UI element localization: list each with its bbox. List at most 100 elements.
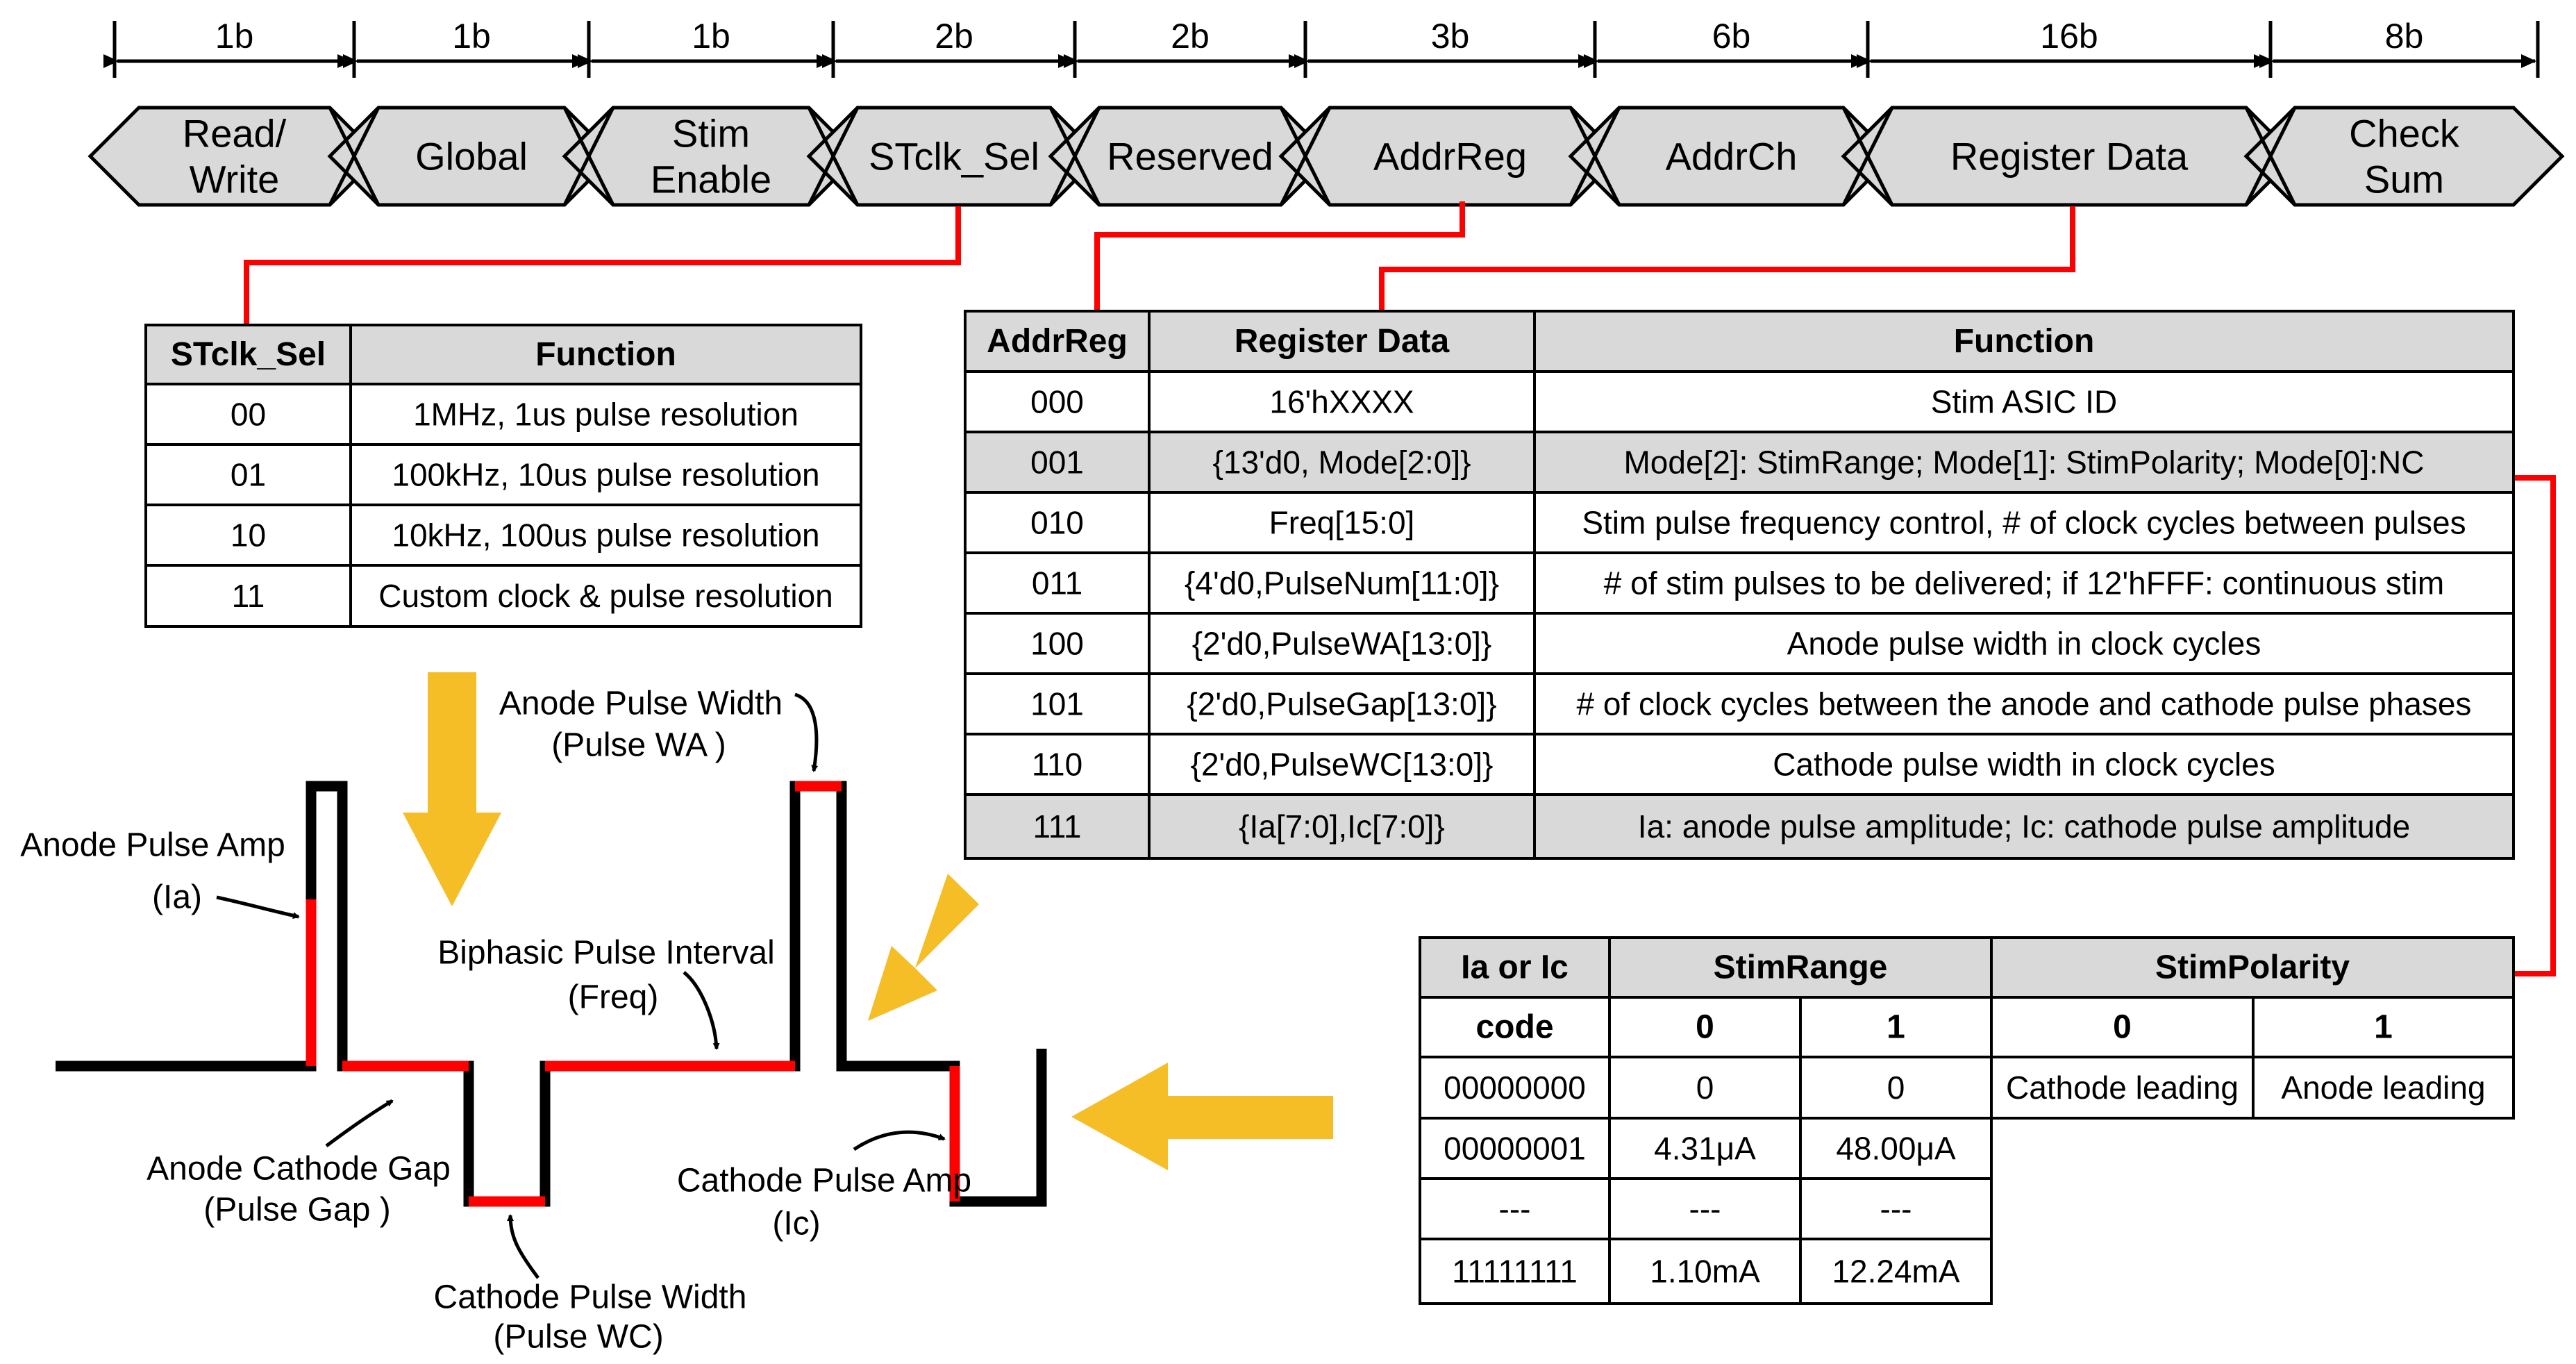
table-cell-text: # of stim pulses to be delivered; if 12'… [1604, 565, 2444, 601]
label-biphasic-interval: Biphasic Pulse Interval [437, 935, 775, 972]
table-cell-text: {2'd0,PulseWC[13:0]} [1191, 747, 1494, 783]
packet-field-label: Enable [651, 158, 771, 201]
table-cell-text: Anode pulse width in clock cycles [1787, 626, 2261, 662]
table-cell-text: Function [1954, 323, 2095, 360]
table-cell-text: Freq[15:0] [1269, 505, 1415, 541]
packet-field-label: Sum [2364, 158, 2444, 201]
arrow-anode-pulse-width [794, 692, 819, 772]
packet-format: 1bRead/Write1bGlobal1bStimEnable2bSTclk_… [87, 17, 2565, 207]
field-crossing [1569, 106, 1621, 206]
label-anode-cathode-gap-sub: (Pulse Gap ) [203, 1192, 390, 1229]
table-cell-text: {2'd0,PulseWA[13:0]} [1192, 626, 1492, 662]
table-cell-text: Stim pulse frequency control, # of clock… [1582, 505, 2466, 541]
table-cell-text: Custom clock & pulse resolution [378, 578, 833, 614]
table-cell-text: Anode leading [2281, 1070, 2485, 1106]
table-cell-text: --- [1880, 1191, 1912, 1227]
table-cell [144, 504, 352, 567]
table-cell-text: Cathode leading [2006, 1070, 2239, 1106]
yellow-diagonal-arrow [868, 874, 979, 1021]
table-cell-text: 11111111 [1452, 1254, 1578, 1290]
table-cell [1799, 1238, 1993, 1305]
table-cell-text: 1 [2374, 1009, 2393, 1046]
arrow-anode-cathode-gap [325, 1099, 394, 1148]
table-cell [2252, 996, 2515, 1058]
table-cell [1533, 733, 2515, 796]
packet-field-label: Check [2349, 112, 2460, 156]
table-cell-text: 00 [231, 397, 266, 433]
connector-lines [244, 201, 2556, 976]
table-cell-text: 011 [1032, 565, 1082, 601]
table-cell [1608, 1238, 1802, 1305]
packet-field-label: Write [190, 158, 280, 201]
packet-field-label: AddrReg [1373, 135, 1527, 178]
packet-field-label: Register Data [1950, 135, 2189, 178]
table-cell [144, 564, 352, 628]
table-cell [964, 793, 1151, 860]
yellow-arrows [403, 672, 1333, 1170]
table-cell-text: 0 [2113, 1009, 2132, 1046]
table-cell-text: --- [1689, 1191, 1721, 1227]
table-cell-text: StimPolarity [2155, 949, 2350, 986]
bit-width-label: 2b [1171, 17, 1210, 56]
connector-line [2514, 475, 2556, 976]
table-cell-text: 101 [1030, 686, 1084, 722]
table-cell [1148, 612, 1536, 675]
table-cell [1533, 370, 2515, 433]
table-cell [1419, 996, 1611, 1058]
table-cell-text: StimRange [1714, 949, 1888, 986]
packet-field-label: Read/ [183, 112, 287, 156]
table-cell [964, 310, 1151, 373]
table-cell-text: 01 [231, 457, 266, 493]
label-cathode-pulse-width: Cathode Pulse Width [434, 1279, 747, 1316]
table-cell [1608, 996, 1802, 1058]
table-cell [144, 324, 352, 385]
bit-width-label: 3b [1431, 17, 1470, 56]
arrow-anode-pulse-amp [216, 895, 300, 920]
table-cell [1608, 936, 1993, 999]
bit-width-label: 2b [935, 17, 973, 56]
packet-field-label: AddrCh [1666, 135, 1798, 178]
table-cell-text: 010 [1030, 505, 1084, 541]
bit-width-label: 6b [1712, 17, 1751, 56]
connector-line [244, 206, 961, 325]
table-cell-text: 100 [1030, 626, 1084, 662]
table-cell-text: 1.10mA [1650, 1254, 1760, 1290]
bit-width-label: 1b [692, 17, 730, 56]
table-cell [1799, 1117, 1993, 1180]
table-cell-text: 1 [1887, 1009, 1905, 1046]
table-cell [964, 431, 1151, 494]
label-cathode-pulse-amp-sub: (Ic) [772, 1206, 820, 1242]
label-cathode-pulse-width-sub: (Pulse WC) [493, 1319, 663, 1356]
table-cell [1533, 551, 2515, 615]
table-cell [1533, 793, 2515, 860]
bit-width-label: 1b [452, 17, 491, 56]
connector-line [1379, 206, 2075, 311]
table-cell [1148, 310, 1536, 373]
table-cell-text: 10 [231, 517, 266, 554]
table-cell-text: 4.31μA [1654, 1131, 1756, 1167]
label-anode-pulse-width: Anode Pulse Width [499, 685, 783, 722]
table-cell [1148, 551, 1536, 615]
table-cell-text: 00000000 [1444, 1070, 1586, 1106]
label-biphasic-interval-sub: (Freq) [568, 979, 659, 1016]
field-crossing [1279, 106, 1332, 206]
table-cell-text: 1MHz, 1us pulse resolution [413, 397, 798, 433]
table-cell-text: --- [1499, 1191, 1531, 1227]
table-cell-text: Register Data [1235, 323, 1450, 360]
field-crossing [328, 106, 380, 206]
table-cell [1608, 1177, 1802, 1240]
table-cell-text: 0 [1887, 1070, 1905, 1106]
table-cell-text: 00000001 [1444, 1131, 1586, 1167]
table-cell [1419, 1117, 1611, 1180]
table-cell-text: Ia or Ic [1461, 949, 1569, 986]
table-cell [1990, 936, 2515, 999]
packet-field-label: Stim [672, 112, 750, 156]
table-cell [2252, 1056, 2515, 1120]
bit-width-label: 1b [215, 17, 254, 56]
table-cell-text: STclk_Sel [171, 336, 326, 373]
table-cell-text: Cathode pulse width in clock cycles [1773, 747, 2275, 783]
table-cell-text: 16'hXXXX [1269, 384, 1414, 420]
